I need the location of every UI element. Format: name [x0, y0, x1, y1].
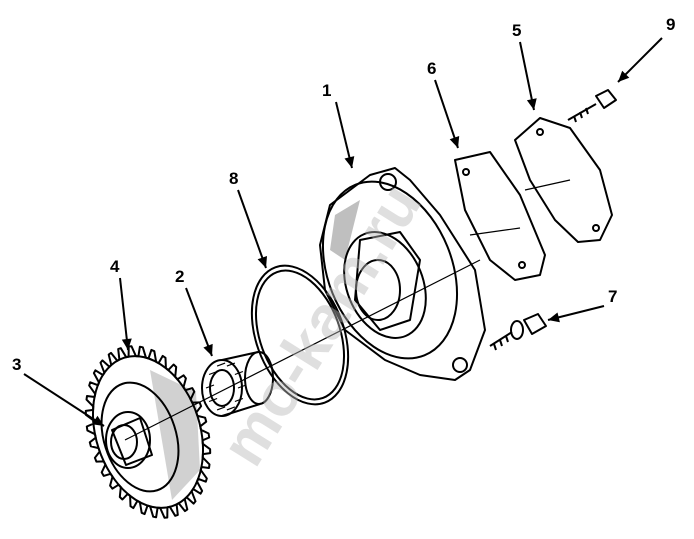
callout-7: 7 — [608, 287, 617, 306]
bearing-needle — [216, 406, 226, 411]
leader-arrowhead-4 — [121, 338, 132, 350]
bearing-needle — [226, 406, 236, 411]
callout-6: 6 — [427, 59, 436, 78]
bearing-needle — [234, 397, 244, 403]
gear-part-4 — [84, 345, 212, 519]
leader-lines — [23, 37, 663, 427]
bearing-needle — [216, 362, 226, 367]
callout-4: 4 — [110, 257, 120, 276]
bearing-needle — [226, 362, 236, 367]
leader-arrowhead-3 — [92, 415, 104, 426]
leader-arrowhead-7 — [548, 312, 560, 323]
leader-line-2 — [185, 287, 213, 357]
leader-line-8 — [237, 189, 267, 269]
callout-9: 9 — [666, 15, 675, 34]
callout-5: 5 — [512, 21, 521, 40]
bolt-part-7 — [489, 313, 547, 351]
bearing-needles — [205, 362, 247, 411]
callout-2: 2 — [175, 267, 184, 286]
leader-line-3 — [23, 373, 105, 427]
gasket-part-6 — [454, 151, 546, 281]
leader-arrowhead-8 — [257, 256, 267, 268]
leader-line-4 — [119, 277, 129, 351]
bolt-part-9 — [567, 89, 617, 123]
o-ring-part-8 — [250, 264, 350, 406]
leader-arrowhead-5 — [526, 98, 537, 110]
bearing-needle — [234, 370, 244, 376]
watermark: mo-kam.ru — [208, 172, 434, 477]
leader-arrowhead-9 — [618, 70, 630, 82]
bearing-needle — [205, 384, 215, 389]
leader-arrowhead-1 — [344, 156, 355, 168]
leader-line-5 — [519, 41, 535, 111]
leader-line-1 — [335, 101, 353, 169]
callout-3: 3 — [12, 355, 21, 374]
bearing-needle — [208, 397, 218, 403]
callout-8: 8 — [229, 169, 238, 188]
callout-1: 1 — [322, 81, 331, 100]
cover-plate-part-5 — [514, 117, 613, 243]
leader-line-6 — [434, 79, 459, 149]
leader-arrowhead-2 — [203, 343, 213, 356]
assembly-axis — [124, 259, 481, 441]
bearing-needle — [237, 384, 247, 389]
hub-bore-part-3 — [111, 417, 153, 466]
leader-arrowhead-6 — [449, 136, 460, 148]
housing-part-1 — [319, 167, 486, 381]
bearing-needle — [208, 370, 218, 376]
